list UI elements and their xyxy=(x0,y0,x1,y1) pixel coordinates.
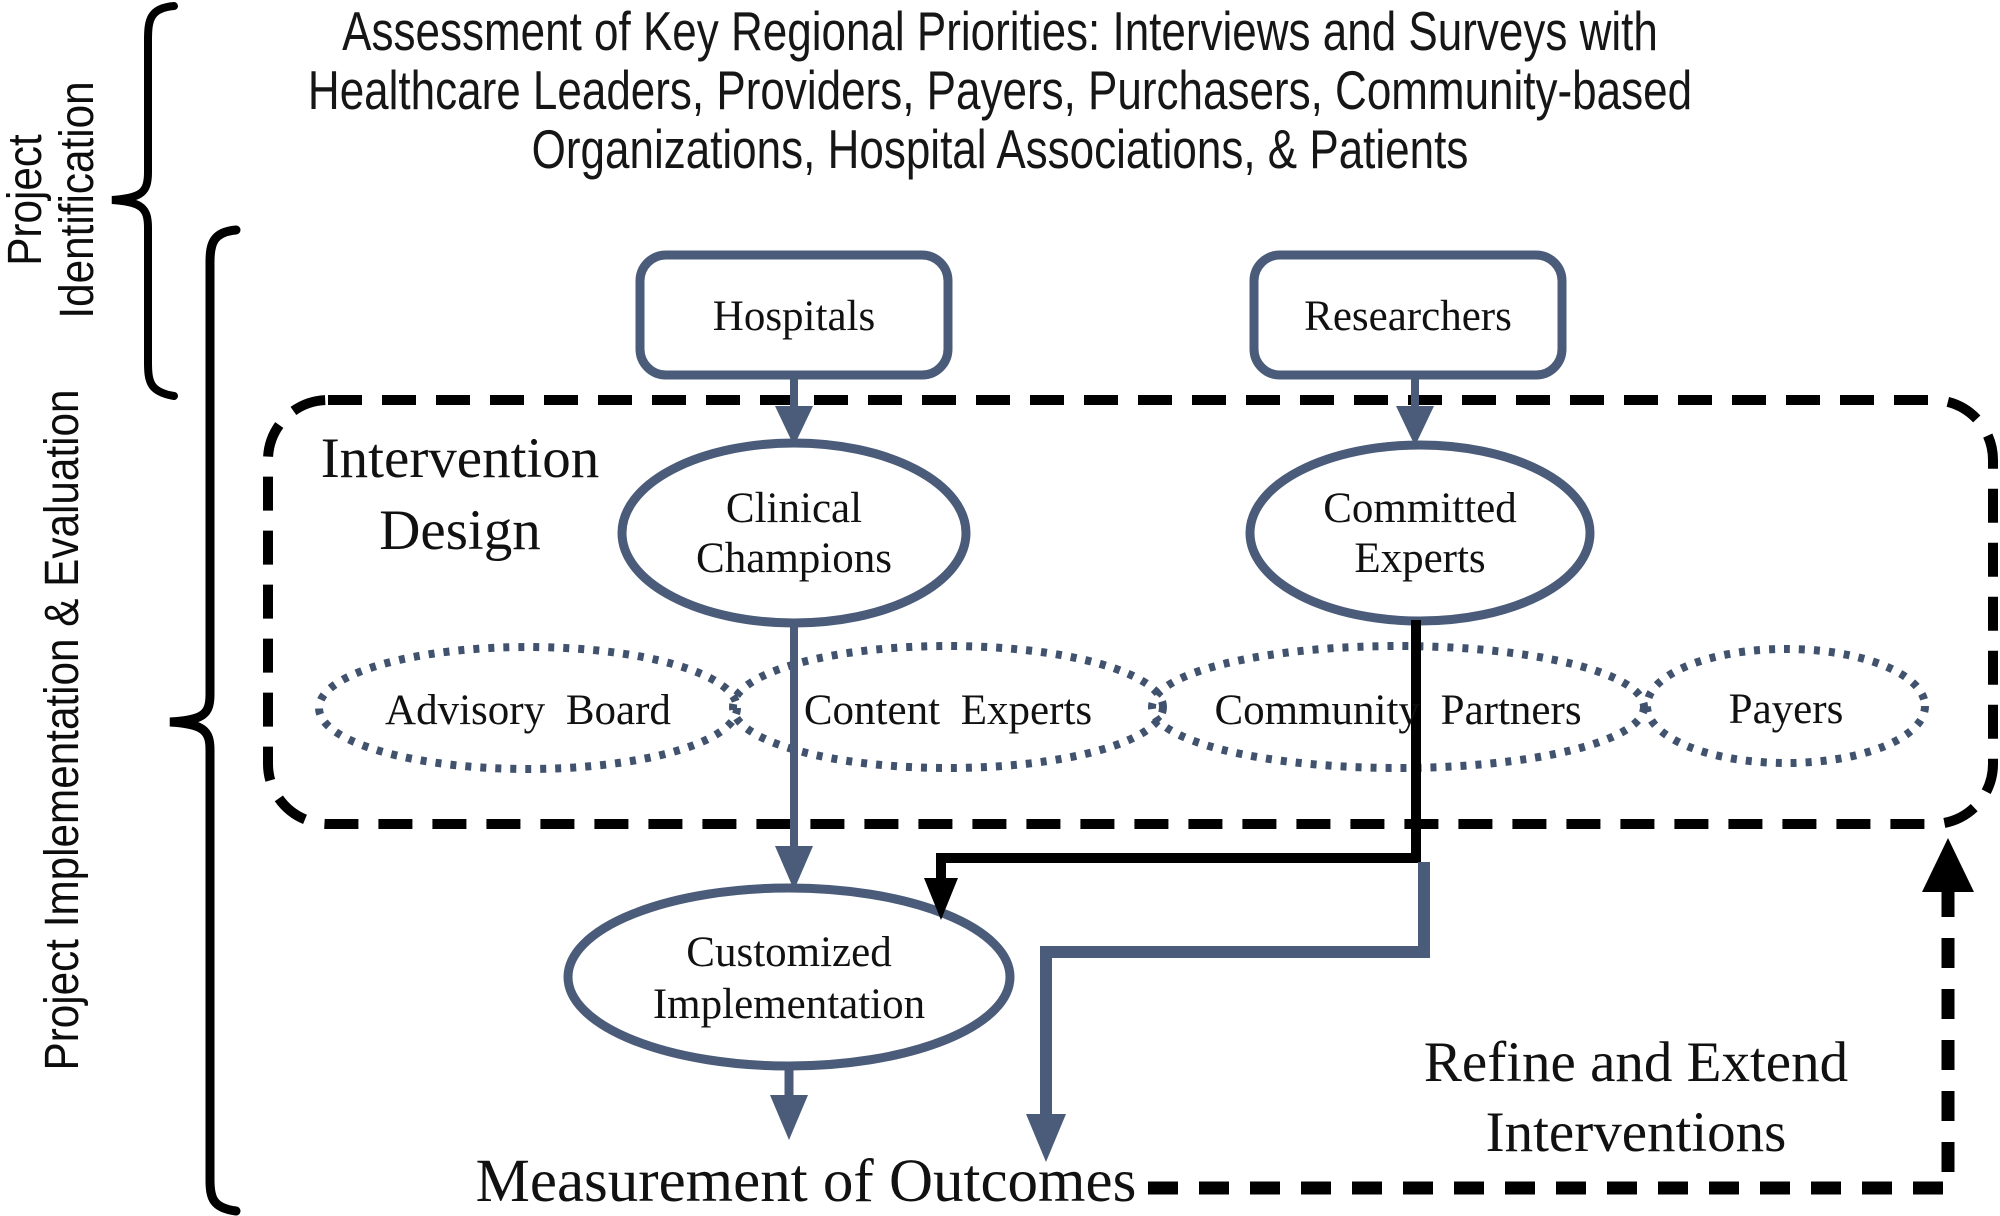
node-label-customized-implementation: Customized Implementation xyxy=(652,929,926,1028)
ellipse-content-experts xyxy=(729,642,1167,772)
diagram-title: Assessment of Key Regional Priorities: I… xyxy=(307,0,1693,180)
arrow-committed-experts-to-measurement xyxy=(1026,862,1430,1162)
side-label-project-implementation-evaluation: Project Implementation & Evaluation xyxy=(36,389,89,1071)
node-label-clinical-champions: Clinical Champions xyxy=(696,485,892,582)
brace-project-identification xyxy=(111,2,178,400)
side-label-project-identification: Project Identification xyxy=(0,81,104,319)
arrow-feedback-refine-loop xyxy=(1148,838,1974,1195)
arrow-researchers-to-committed-experts xyxy=(1396,375,1434,446)
node-label-advisory-board: Advisory Board xyxy=(385,687,671,734)
arrow-committed-experts-to-customized-implementation xyxy=(924,620,1421,920)
arrow-clinical-champions-to-customized-implementation xyxy=(775,622,813,890)
region-label-intervention-design: Intervention Design xyxy=(320,427,600,562)
label-refine-and-extend-interventions: Refine and Extend Interventions xyxy=(1423,1031,1849,1164)
node-label-payers: Payers xyxy=(1728,686,1844,733)
brace-project-implementation xyxy=(169,225,241,1216)
label-measurement-of-outcomes: Measurement of Outcomes xyxy=(475,1148,1137,1215)
node-label-community-partners: Community Partners xyxy=(1214,687,1582,734)
arrow-customized-implementation-to-measurement xyxy=(770,1064,808,1140)
node-label-hospitals: Hospitals xyxy=(712,293,876,340)
box-researchers xyxy=(1249,250,1567,380)
ellipse-payers xyxy=(1643,645,1929,767)
intervention-design-region-border xyxy=(263,395,1998,829)
node-label-content-experts: Content Experts xyxy=(803,687,1093,734)
arrow-hospitals-to-clinical-champions xyxy=(775,375,813,446)
node-label-committed-experts: Committed Experts xyxy=(1323,485,1517,582)
node-label-researchers: Researchers xyxy=(1304,293,1512,340)
